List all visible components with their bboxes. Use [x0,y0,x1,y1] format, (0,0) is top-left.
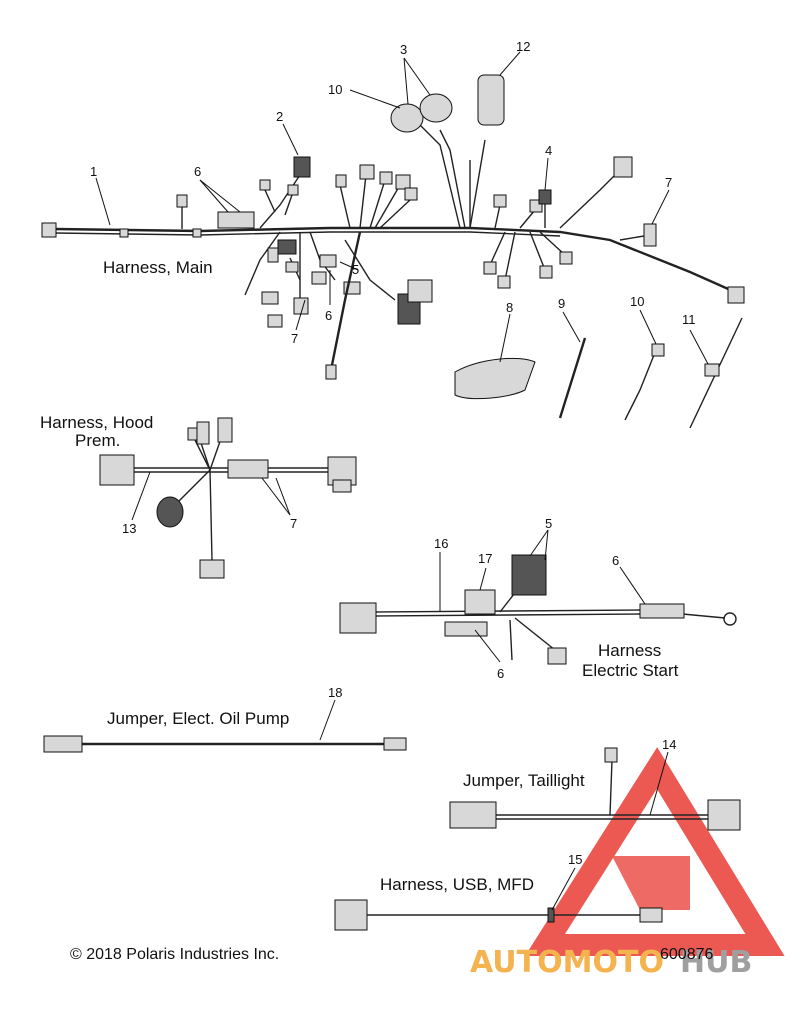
harness-electric-start [339,554,737,665]
part-10-clip [624,344,659,421]
label-jumper-taillight: Jumper, Taillight [463,771,585,790]
connector-start-left [339,602,377,634]
connector-main-right [727,286,745,304]
label-harness-hood-line2: Prem. [75,431,120,450]
component-10-top [390,103,424,133]
callout-18: 18 [328,685,342,700]
callout-7: 7 [665,175,672,190]
callout-7: 7 [290,516,297,531]
label-harness-hood-line1: Harness, Hood [40,413,153,432]
component-17 [464,589,496,615]
callout-15: 15 [568,852,582,867]
label-harness-main: Harness, Main [103,258,213,277]
callout-9: 9 [558,296,565,311]
jumper-taillight [449,747,741,831]
callout-6: 6 [497,666,504,681]
connector-usb-right [639,907,663,923]
callout-17: 17 [478,551,492,566]
harness-hood [99,417,357,579]
connector-taillight-left [449,801,497,829]
callout-6: 6 [325,308,332,323]
connector-oil-right [383,737,407,751]
loose-parts [454,317,743,429]
connector-oil-left [43,735,83,753]
label-harness-start-line2: Electric Start [582,661,679,680]
label-harness-usb: Harness, USB, MFD [380,875,534,894]
callout-1: 1 [90,164,97,179]
connector-5-start [511,554,547,596]
callout-2: 2 [276,109,283,124]
callout-5: 5 [545,516,552,531]
callout-10: 10 [328,82,342,97]
callout-11: 11 [682,312,696,327]
callout-5: 5 [352,262,359,277]
callout-16: 16 [434,536,448,551]
component-12 [477,74,505,126]
callout-7: 7 [291,331,298,346]
leader-lines [95,51,709,911]
callout-numbers: 1 2 3 4 5 6 6 7 7 8 9 10 10 11 12 13 7 1… [90,39,696,867]
part-number: 600876 [660,946,713,963]
callout-10: 10 [630,294,644,309]
connector-6-start-lower [444,621,488,637]
watermark-logo: AUTOMOTO HUB [470,747,785,980]
label-harness-start-line1: Harness [598,641,661,660]
harness-usb [334,899,663,931]
component-3 [419,93,453,123]
connector-taillight-right [707,799,741,831]
label-jumper-oil-pump: Jumper, Elect. Oil Pump [107,709,289,728]
connector-6-main [217,211,255,229]
connector-6-start [639,603,685,619]
callout-8: 8 [506,300,513,315]
connector-main-left [41,222,57,238]
callout-12: 12 [516,39,530,54]
watermark-text-secondary: HUB [680,945,752,980]
harness-main [41,74,745,380]
part-8-boot [454,357,536,400]
callout-6: 6 [612,553,619,568]
callout-14: 14 [662,737,676,752]
callout-3: 3 [400,42,407,57]
watermark-text-primary: AUTOMOTO [470,945,664,980]
callout-6: 6 [194,164,201,179]
callout-4: 4 [545,143,552,158]
connector-usb-left [334,899,368,931]
connector-hood-left [99,454,135,486]
jumper-oil-pump [43,735,407,753]
copyright-text: © 2018 Polaris Industries Inc. [70,946,279,963]
callout-13: 13 [122,521,136,536]
part-9-tie [558,337,587,419]
